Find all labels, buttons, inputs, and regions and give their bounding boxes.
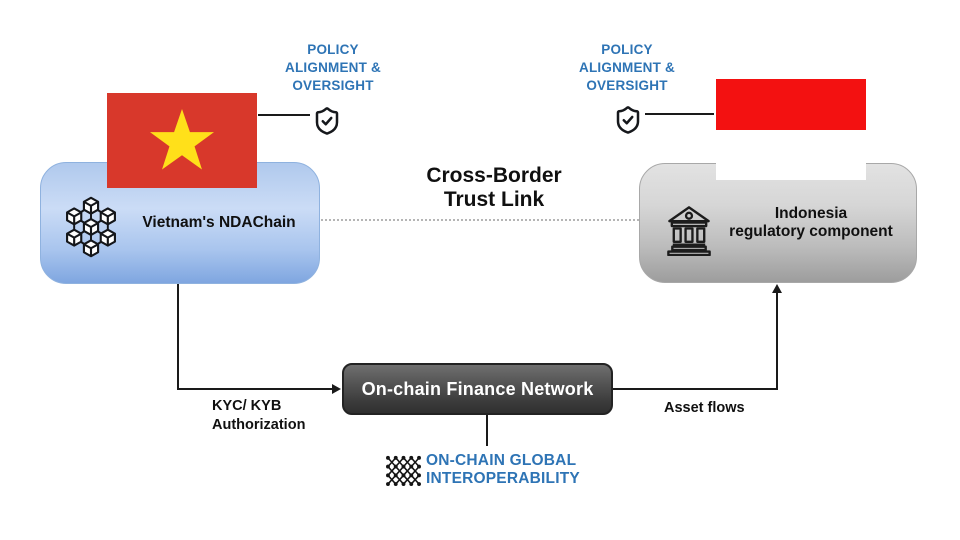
policy-alignment-label-right: POLICY ALIGNMENT & OVERSIGHT bbox=[579, 42, 675, 93]
flag-to-shield-connector-left bbox=[258, 114, 310, 116]
indonesia-node-label-line-1: Indonesia bbox=[774, 204, 848, 222]
policy-alignment-label-left: POLICY ALIGNMENT & OVERSIGHT bbox=[285, 42, 381, 93]
shield-to-flag-connector-right bbox=[645, 113, 714, 115]
interoperability-connector-line bbox=[486, 415, 488, 446]
finance-network-label: On-chain Finance Network bbox=[361, 378, 594, 399]
vietnam-flag-star-icon bbox=[150, 109, 214, 170]
asset-flow-vertical-line bbox=[776, 292, 778, 390]
indonesia-node-label-line-2: regulatory component bbox=[729, 223, 893, 240]
vietnam-flag bbox=[107, 93, 257, 188]
indonesia-flag-red-band bbox=[716, 79, 866, 130]
kyc-flow-arrowhead bbox=[332, 383, 341, 394]
onchain-finance-network-node: On-chain Finance Network bbox=[342, 363, 613, 415]
kyc-flow-vertical-line bbox=[177, 284, 179, 389]
bank-icon bbox=[663, 201, 715, 256]
indonesia-regulatory-node: Indonesia regulatory component bbox=[639, 163, 917, 283]
shield-check-icon bbox=[613, 101, 643, 139]
vietnam-node-label: Vietnam's NDAChain bbox=[142, 213, 296, 231]
onchain-global-interoperability-label: ON-CHAIN GLOBAL INTEROPERABILITY bbox=[426, 452, 580, 487]
indonesia-flag-white-band bbox=[716, 129, 866, 180]
trust-link-dotted-connector bbox=[321, 219, 639, 221]
title-line-1: Cross-Border bbox=[426, 164, 562, 187]
indonesia-node-label: Indonesia regulatory component bbox=[712, 164, 910, 282]
mesh-network-icon bbox=[384, 453, 423, 486]
title-line-2: Trust Link bbox=[443, 188, 545, 211]
kyc-flow-horizontal-line bbox=[177, 388, 333, 390]
shield-check-icon bbox=[312, 102, 342, 140]
diagram-title: Cross-Border Trust Link bbox=[392, 164, 596, 212]
asset-flows-label: Asset flows bbox=[664, 400, 745, 416]
asset-flow-arrowhead bbox=[771, 284, 782, 293]
asset-flow-horizontal-line bbox=[613, 388, 778, 390]
indonesia-flag bbox=[716, 79, 866, 180]
kyc-kyb-authorization-label: KYC/ KYB Authorization bbox=[212, 398, 306, 433]
blockchain-cubes-icon bbox=[62, 196, 120, 258]
